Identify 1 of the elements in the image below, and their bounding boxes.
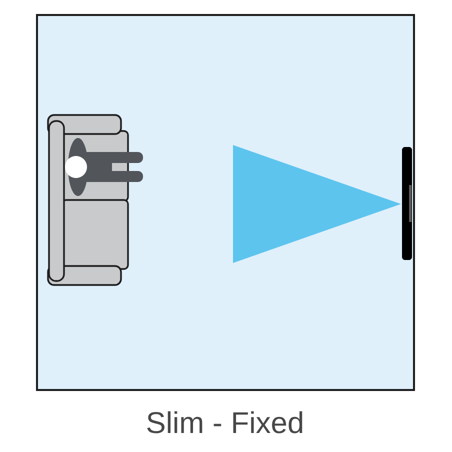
caption: Slim - Fixed (147, 411, 302, 434)
